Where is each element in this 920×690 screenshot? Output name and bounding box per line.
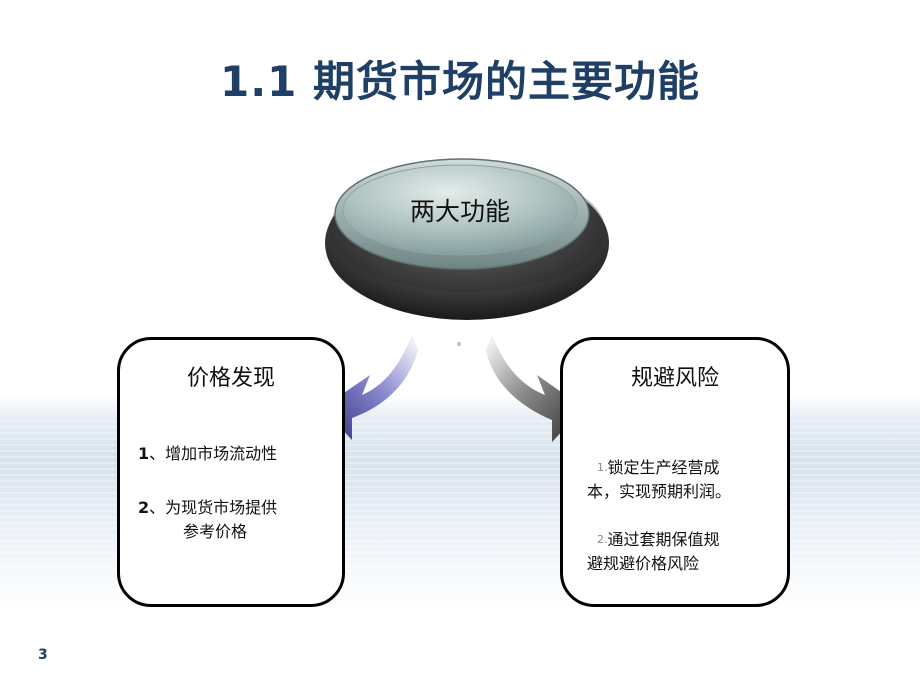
left-item-1-number: 1 xyxy=(138,444,150,463)
left-curved-arrow xyxy=(322,335,418,440)
right-item-1-text: 锁定生产经营成 xyxy=(607,458,720,477)
left-item-1-text: 、增加市场流动性 xyxy=(149,444,278,463)
left-item-2-continuation: 参考价格 xyxy=(183,522,248,541)
slide-title: 1.1 期货市场的主要功能 xyxy=(219,57,701,106)
left-item-2-number: 2 xyxy=(138,498,150,517)
left-box-heading: 价格发现 xyxy=(186,366,275,391)
left-item-2: 2、为现货市场提供 参考价格 xyxy=(138,496,277,544)
left-function-box: 价格发现 1、增加市场流动性 2、为现货市场提供 参考价格 xyxy=(117,337,345,607)
right-item-2-text: 通过套期保值规 xyxy=(607,530,720,549)
hub-label: 两大功能 xyxy=(409,197,510,226)
left-item-1: 1、增加市场流动性 xyxy=(138,442,277,466)
right-item-2-continuation: 避规避价格风险 xyxy=(587,554,700,573)
center-dot xyxy=(457,342,461,346)
right-item-1-continuation: 本，实现预期利润。 xyxy=(587,482,732,501)
right-item-1-number: 1. xyxy=(597,461,608,474)
right-function-box: 规避风险 1.锁定生产经营成 本，实现预期利润。 2.通过套期保值规 避规避价格… xyxy=(560,337,790,607)
right-curved-arrow xyxy=(486,335,584,442)
right-item-2: 2.通过套期保值规 避规避价格风险 xyxy=(587,528,720,576)
hub-top xyxy=(342,164,578,256)
page-number: 3 xyxy=(38,647,48,663)
right-item-1: 1.锁定生产经营成 本，实现预期利润。 xyxy=(587,456,731,504)
right-item-2-number: 2. xyxy=(597,533,608,546)
right-box-heading: 规避风险 xyxy=(630,366,719,391)
left-item-2-text: 、为现货市场提供 xyxy=(149,498,278,517)
